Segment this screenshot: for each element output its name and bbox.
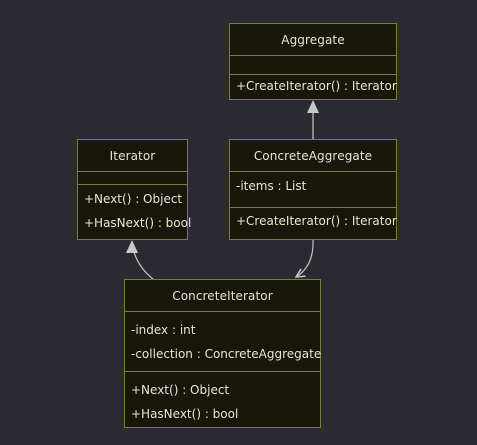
class-iterator[interactable]: Iterator +Next() : Object +HasNext() : b… (77, 139, 192, 240)
edge-concreteiterator-iterator (133, 251, 154, 280)
methods-section: +CreateIterator() : Iterator (230, 74, 397, 93)
class-attribute: -index : int (131, 323, 196, 337)
class-method: +CreateIterator() : Iterator (236, 79, 397, 93)
inheritance-arrowhead-icon (126, 240, 138, 253)
class-method: +Next() : Object (84, 192, 183, 206)
attributes-section: -index : int -collection : ConcreteAggre… (125, 311, 322, 371)
class-concrete-aggregate[interactable]: ConcreteAggregate -items : List +CreateI… (229, 139, 397, 240)
class-aggregate[interactable]: Aggregate +CreateIterator() : Iterator (229, 23, 397, 100)
class-method: +HasNext() : bool (131, 407, 239, 421)
class-name: ConcreteIterator (172, 288, 273, 303)
methods-section: +Next() : Object +HasNext() : bool (125, 371, 320, 426)
class-method: +HasNext() : bool (84, 216, 192, 230)
methods-section: +Next() : Object +HasNext() : bool (78, 184, 192, 235)
attributes-section (78, 171, 187, 184)
class-method: +Next() : Object (131, 383, 230, 397)
attributes-section (230, 55, 396, 74)
class-name: Iterator (109, 148, 156, 163)
class-attribute: -items : List (236, 179, 307, 193)
inheritance-arrowhead-icon (307, 100, 319, 113)
class-method: +CreateIterator() : Iterator (236, 214, 397, 228)
class-name: ConcreteAggregate (253, 148, 373, 163)
attributes-section: -items : List (230, 171, 396, 207)
class-name: Aggregate (281, 32, 345, 47)
class-concrete-iterator[interactable]: ConcreteIterator -index : int -collectio… (124, 279, 321, 428)
class-attribute: -collection : ConcreteAggregate (131, 347, 322, 361)
methods-section: +CreateIterator() : Iterator (230, 207, 397, 228)
edge-concreteaggregate-concreteiterator (296, 239, 314, 277)
